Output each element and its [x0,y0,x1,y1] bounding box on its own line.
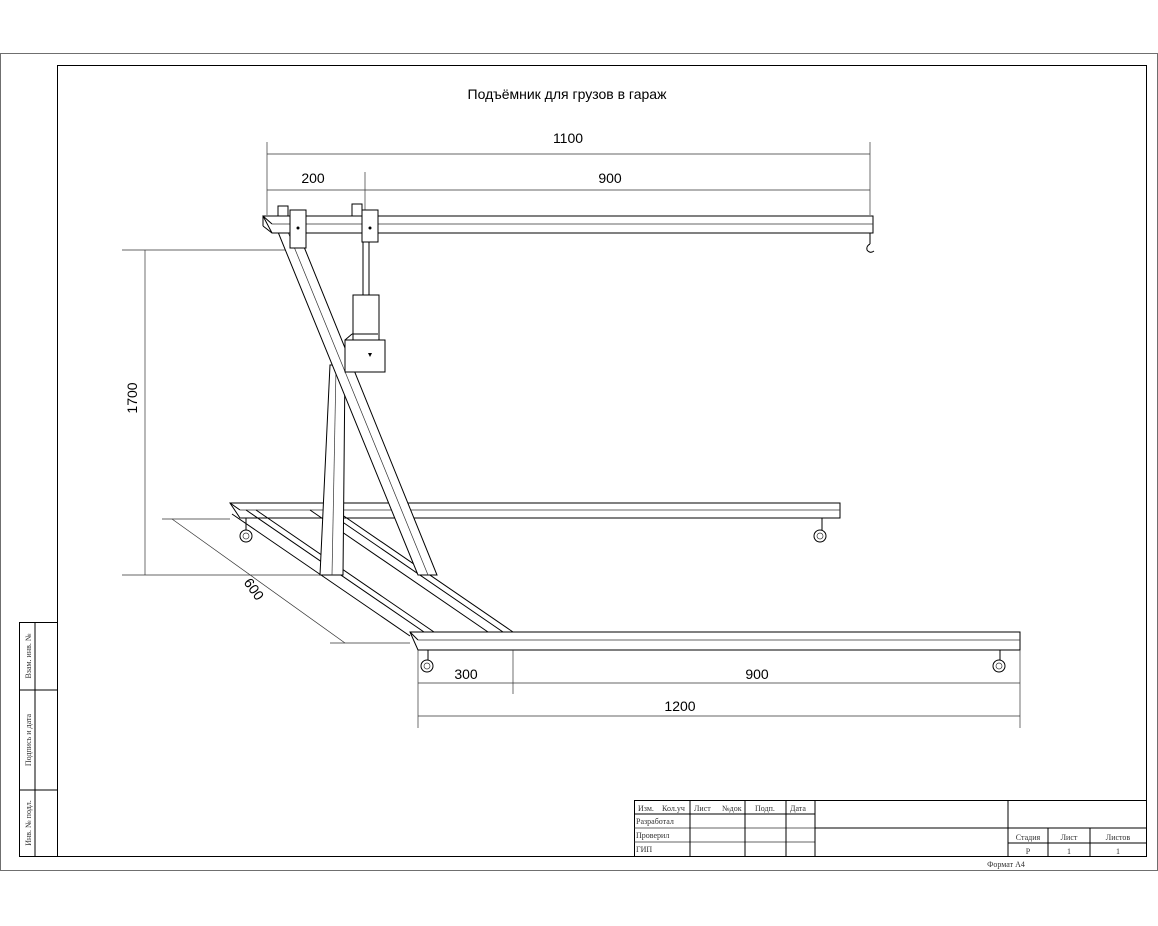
dim-900-bottom: 900 [745,666,769,682]
dim-600: 600 [241,575,268,603]
tb-header-data: Дата [790,804,806,813]
wheel-icon [420,659,434,673]
dim-1700: 1700 [124,382,140,413]
tb-sheet-value: 1 [1067,847,1071,856]
side-stamp: Взам. инв. № Подпись и дата Инв. № подл. [19,622,58,857]
top-boom [262,203,875,253]
stamp-vzam-inv: Взам. инв. № [24,633,33,678]
tb-format: Формат А4 [987,860,1025,869]
tb-sheets-label: Листов [1106,833,1131,842]
tb-header-ndok: №док [722,804,742,813]
dimension-base: 300 900 1200 [417,650,1021,728]
tb-sheet-label: Лист [1061,833,1078,842]
dim-1100: 1100 [553,130,583,146]
side-rails [231,509,514,637]
dim-1200: 1200 [664,698,695,714]
drawing-title: Подъёмник для грузов в гараж [468,86,668,102]
tb-header-izm: Изм. [638,804,654,813]
hydraulic-cylinder [344,239,386,373]
tb-sheets-value: 1 [1116,847,1120,856]
tb-role-gip: ГИП [636,845,652,854]
dim-900-top: 900 [598,170,622,186]
dimension-beam: 1100 200 900 [266,130,871,215]
dimension-height: 1700 [122,249,330,576]
dim-200: 200 [301,170,325,186]
title-block: Изм. Кол.уч Лист №док Подп. Дата Разрабо… [634,800,1147,869]
tb-header-kol: Кол.уч [662,804,685,813]
front-base-beam [409,631,1021,673]
diagonal-strut [277,231,438,576]
dim-300: 300 [454,666,478,682]
outer-frame [0,53,1158,871]
stamp-podpis-data: Подпись и дата [24,713,33,766]
wheel-icon [239,529,253,543]
wheel-icon [992,659,1006,673]
hook-icon [866,243,875,253]
inner-frame [57,65,1147,857]
tb-role-developer: Разработал [636,817,674,826]
tb-header-list: Лист [694,804,711,813]
tb-stage-label: Стадия [1016,833,1041,842]
back-base-beam [229,502,841,543]
vertical-post [319,364,346,576]
tb-stage-value: Р [1026,847,1031,856]
wheel-icon [813,529,827,543]
stamp-inv-podl: Инв. № подл. [24,800,33,846]
tb-header-podp: Подп. [755,804,775,813]
tb-role-checker: Проверил [636,831,669,840]
